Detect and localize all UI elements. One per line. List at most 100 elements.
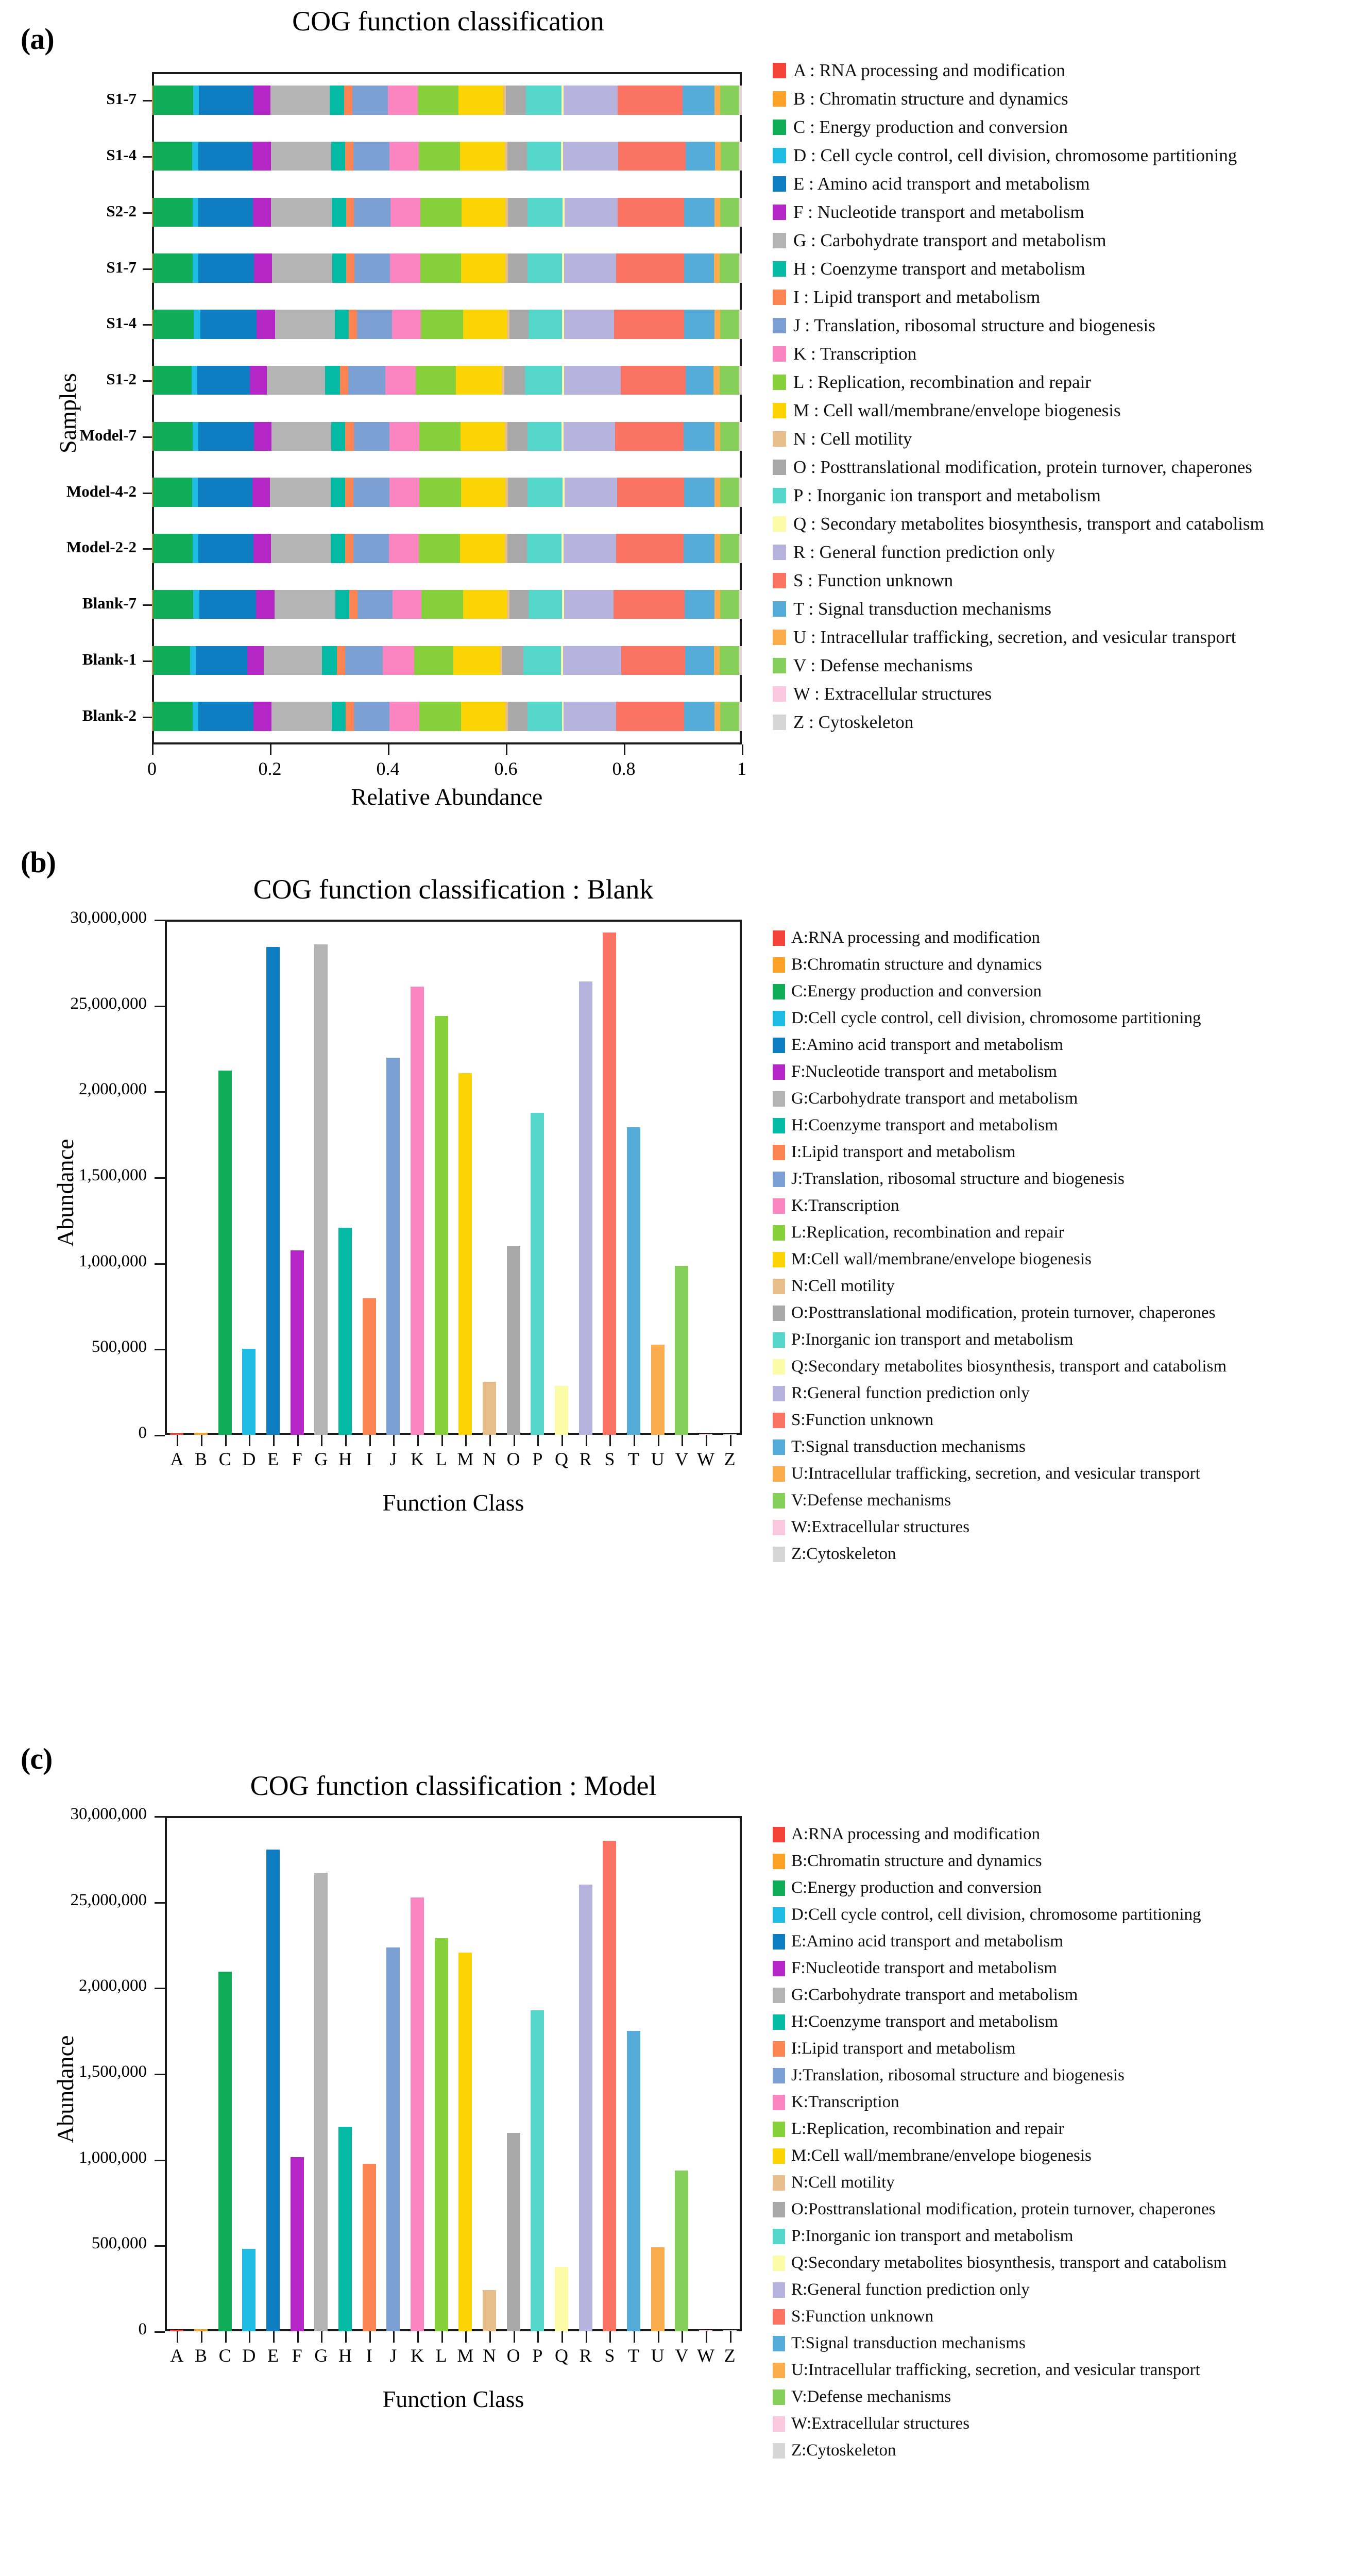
legend-item-K[interactable]: K:Transcription xyxy=(773,2089,1227,2115)
legend-item-D[interactable]: D : Cell cycle control, cell division, c… xyxy=(773,142,1264,170)
legend-swatch-icon-W xyxy=(773,686,786,702)
legend-label-E: E:Amino acid transport and metabolism xyxy=(791,1036,1063,1054)
legend-item-N[interactable]: N:Cell motility xyxy=(773,2170,1227,2196)
legend-item-C[interactable]: C:Energy production and conversion xyxy=(773,978,1227,1005)
legend-item-K[interactable]: K:Transcription xyxy=(773,1193,1227,1219)
legend-item-F[interactable]: F:Nucleotide transport and metabolism xyxy=(773,1059,1227,1085)
legend-item-P[interactable]: P:Inorganic ion transport and metabolism xyxy=(773,1327,1227,1353)
legend-item-S[interactable]: S:Function unknown xyxy=(773,2303,1227,2330)
stack-segment-L xyxy=(420,197,462,227)
legend-item-A[interactable]: A:RNA processing and modification xyxy=(773,925,1227,951)
legend-item-N[interactable]: N : Cell motility xyxy=(773,425,1264,453)
legend-item-R[interactable]: R:General function prediction only xyxy=(773,1380,1227,1406)
legend-label-K: K : Transcription xyxy=(793,344,917,364)
legend-item-R[interactable]: R : General function prediction only xyxy=(773,538,1264,566)
legend-item-V[interactable]: V:Defense mechanisms xyxy=(773,1487,1227,1514)
legend-item-O[interactable]: O:Posttranslational modification, protei… xyxy=(773,2196,1227,2223)
legend-item-R[interactable]: R:General function prediction only xyxy=(773,2277,1227,2303)
stack-segment-T xyxy=(684,478,714,507)
legend-item-F[interactable]: F:Nucleotide transport and metabolism xyxy=(773,1955,1227,1981)
legend-item-L[interactable]: L : Replication, recombination and repai… xyxy=(773,368,1264,396)
legend-item-L[interactable]: L:Replication, recombination and repair xyxy=(773,1219,1227,1246)
stack-segment-M xyxy=(460,534,505,563)
legend-item-Q[interactable]: Q:Secondary metabolites biosynthesis, tr… xyxy=(773,1353,1227,1380)
legend-item-O[interactable]: O:Posttranslational modification, protei… xyxy=(773,1300,1227,1326)
legend-item-D[interactable]: D:Cell cycle control, cell division, chr… xyxy=(773,1902,1227,1928)
legend-item-V[interactable]: V:Defense mechanisms xyxy=(773,2384,1227,2410)
legend-item-Z[interactable]: Z:Cytoskeleton xyxy=(773,1541,1227,1567)
legend-item-E[interactable]: E:Amino acid transport and metabolism xyxy=(773,1928,1227,1955)
legend-item-P[interactable]: P : Inorganic ion transport and metaboli… xyxy=(773,482,1264,510)
legend-item-W[interactable]: W : Extracellular structures xyxy=(773,680,1264,708)
y-tick xyxy=(155,1263,165,1265)
legend-item-J[interactable]: J : Translation, ribosomal structure and… xyxy=(773,312,1264,340)
legend-item-H[interactable]: H:Coenzyme transport and metabolism xyxy=(773,2009,1227,2035)
legend-item-Q[interactable]: Q : Secondary metabolites biosynthesis, … xyxy=(773,510,1264,538)
bar-W xyxy=(699,2330,713,2331)
legend-item-G[interactable]: G : Carbohydrate transport and metabolis… xyxy=(773,227,1264,255)
legend-item-Z[interactable]: Z : Cytoskeleton xyxy=(773,708,1264,736)
sample-label: Blank-7 xyxy=(82,594,137,613)
legend-item-B[interactable]: B:Chromatin structure and dynamics xyxy=(773,1848,1227,1874)
panel-b-plot-area xyxy=(165,920,742,1435)
legend-item-E[interactable]: E : Amino acid transport and metabolism xyxy=(773,170,1264,198)
stacked-bar-row xyxy=(152,197,742,227)
legend-swatch-icon-U xyxy=(773,2362,785,2378)
x-tick xyxy=(321,1435,323,1446)
legend-item-B[interactable]: B:Chromatin structure and dynamics xyxy=(773,952,1227,978)
legend-item-S[interactable]: S:Function unknown xyxy=(773,1407,1227,1433)
legend-swatch-icon-N xyxy=(773,2175,785,2191)
legend-item-K[interactable]: K : Transcription xyxy=(773,340,1264,368)
y-tick-label: 2,000,000 xyxy=(79,1976,147,1995)
stacked-bar-row xyxy=(152,702,742,731)
legend-item-I[interactable]: I:Lipid transport and metabolism xyxy=(773,1139,1227,1165)
legend-item-J[interactable]: J:Translation, ribosomal structure and b… xyxy=(773,2062,1227,2089)
legend-item-D[interactable]: D:Cell cycle control, cell division, chr… xyxy=(773,1005,1227,1031)
legend-item-E[interactable]: E:Amino acid transport and metabolism xyxy=(773,1032,1227,1058)
legend-item-F[interactable]: F : Nucleotide transport and metabolism xyxy=(773,198,1264,226)
legend-item-W[interactable]: W:Extracellular structures xyxy=(773,1514,1227,1540)
legend-item-V[interactable]: V : Defense mechanisms xyxy=(773,652,1264,680)
legend-item-U[interactable]: U:Intracellular trafficking, secretion, … xyxy=(773,1461,1227,1487)
legend-item-G[interactable]: G:Carbohydrate transport and metabolism xyxy=(773,1086,1227,1112)
legend-item-U[interactable]: U:Intracellular trafficking, secretion, … xyxy=(773,2357,1227,2383)
legend-item-A[interactable]: A : RNA processing and modification xyxy=(773,57,1264,84)
stack-segment-E xyxy=(198,253,254,283)
legend-item-T[interactable]: T:Signal transduction mechanisms xyxy=(773,2330,1227,2357)
legend-item-M[interactable]: M : Cell wall/membrane/envelope biogenes… xyxy=(773,397,1264,425)
legend-item-A[interactable]: A:RNA processing and modification xyxy=(773,1821,1227,1848)
bar-U xyxy=(651,1345,665,1435)
legend-item-T[interactable]: T:Signal transduction mechanisms xyxy=(773,1434,1227,1460)
legend-item-Q[interactable]: Q:Secondary metabolites biosynthesis, tr… xyxy=(773,2250,1227,2276)
legend-item-H[interactable]: H : Coenzyme transport and metabolism xyxy=(773,255,1264,283)
legend-item-S[interactable]: S : Function unknown xyxy=(773,567,1264,595)
legend-item-I[interactable]: I : Lipid transport and metabolism xyxy=(773,283,1264,311)
legend-item-P[interactable]: P:Inorganic ion transport and metabolism xyxy=(773,2223,1227,2249)
legend-swatch-icon-D xyxy=(773,1907,785,1923)
stack-segment-D xyxy=(194,310,200,339)
legend-item-T[interactable]: T : Signal transduction mechanisms xyxy=(773,595,1264,623)
stack-segment-P xyxy=(527,534,561,563)
legend-item-I[interactable]: I:Lipid transport and metabolism xyxy=(773,2036,1227,2062)
legend-item-M[interactable]: M:Cell wall/membrane/envelope biogenesis xyxy=(773,1246,1227,1273)
legend-item-N[interactable]: N:Cell motility xyxy=(773,1273,1227,1299)
legend-swatch-icon-P xyxy=(773,488,786,503)
legend-item-G[interactable]: G:Carbohydrate transport and metabolism xyxy=(773,1982,1227,2008)
legend-item-W[interactable]: W:Extracellular structures xyxy=(773,2411,1227,2437)
legend-item-U[interactable]: U : Intracellular trafficking, secretion… xyxy=(773,623,1264,651)
legend-item-L[interactable]: L:Replication, recombination and repair xyxy=(773,2116,1227,2142)
legend-item-O[interactable]: O : Posttranslational modification, prot… xyxy=(773,453,1264,481)
legend-item-C[interactable]: C : Energy production and conversion xyxy=(773,113,1264,141)
x-tick-label-W: W xyxy=(697,2345,714,2366)
legend-label-W: W:Extracellular structures xyxy=(791,1518,970,1536)
stack-segment-H xyxy=(331,421,346,451)
stack-segment-S xyxy=(616,253,684,283)
legend-item-B[interactable]: B : Chromatin structure and dynamics xyxy=(773,85,1264,113)
legend-item-J[interactable]: J:Translation, ribosomal structure and b… xyxy=(773,1166,1227,1192)
legend-item-Z[interactable]: Z:Cytoskeleton xyxy=(773,2437,1227,2464)
legend-item-H[interactable]: H:Coenzyme transport and metabolism xyxy=(773,1112,1227,1139)
legend-item-M[interactable]: M:Cell wall/membrane/envelope biogenesis xyxy=(773,2143,1227,2169)
y-tick xyxy=(155,1816,165,1818)
legend-item-C[interactable]: C:Energy production and conversion xyxy=(773,1875,1227,1901)
